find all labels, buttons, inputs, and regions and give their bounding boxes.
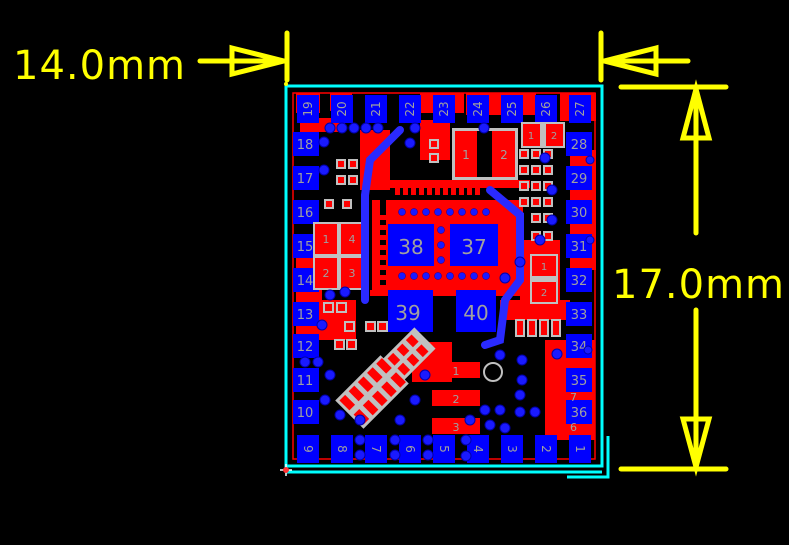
svg-text:20: 20 (335, 101, 349, 116)
svg-text:1: 1 (323, 233, 330, 246)
pad-37 (450, 224, 498, 266)
svg-text:7: 7 (369, 445, 383, 453)
pad-40-label: 40 (463, 301, 488, 325)
pad-38 (388, 224, 434, 266)
svg-text:2: 2 (500, 148, 508, 162)
small-caps (323, 139, 439, 350)
svg-text:30: 30 (571, 206, 588, 221)
svg-text:14: 14 (297, 274, 314, 289)
center-pads (388, 224, 498, 332)
svg-text:18: 18 (297, 138, 314, 153)
edge-pads-top (297, 95, 591, 123)
svg-text:10: 10 (297, 406, 314, 421)
svg-text:1: 1 (462, 148, 470, 162)
svg-text:29: 29 (571, 172, 588, 187)
svg-text:22: 22 (403, 101, 417, 116)
component-small-right-bottom: 7 6 (548, 390, 577, 434)
svg-text:3: 3 (349, 267, 356, 280)
svg-text:5: 5 (437, 445, 451, 453)
resistor-array-right (519, 149, 553, 241)
svg-text:24: 24 (471, 101, 485, 116)
pad-38-label: 38 (398, 235, 423, 259)
svg-text:4: 4 (471, 445, 485, 453)
svg-text:13: 13 (297, 308, 314, 323)
component-inductor: 1 2 3 (432, 362, 503, 434)
vias (299, 122, 595, 462)
svg-text:2: 2 (453, 393, 460, 406)
svg-text:2: 2 (323, 267, 330, 280)
svg-text:4: 4 (349, 233, 356, 246)
height-dimension (618, 79, 729, 477)
edge-pad-labels-left: 18 17 16 15 14 13 12 11 10 (297, 138, 314, 421)
board-outline (284, 84, 610, 479)
component-crystal: 1 4 2 3 (313, 222, 365, 290)
svg-text:21: 21 (369, 101, 383, 116)
svg-text:16: 16 (297, 206, 314, 221)
svg-text:1: 1 (528, 131, 534, 142)
svg-text:35: 35 (571, 374, 588, 389)
edge-pad-labels-bottom: 9 8 7 6 5 4 3 2 1 (301, 445, 587, 453)
svg-text:27: 27 (573, 101, 587, 116)
bottom-traces (361, 126, 524, 349)
resistor-array-diagonal-2 (383, 327, 436, 380)
origin-marker (280, 464, 292, 476)
svg-text:31: 31 (571, 240, 588, 255)
svg-text:9: 9 (301, 445, 315, 453)
svg-text:36: 36 (571, 406, 588, 421)
svg-text:11: 11 (297, 374, 314, 389)
svg-text:34: 34 (571, 340, 588, 355)
pad-40 (456, 290, 496, 332)
height-dimension-label: 17.0mm (612, 262, 785, 308)
resistor-row-right (515, 319, 561, 337)
svg-text:19: 19 (301, 101, 315, 116)
edge-pads-bottom (297, 435, 591, 463)
pad-39 (388, 290, 433, 332)
svg-text:8: 8 (335, 445, 349, 453)
via-grid (398, 208, 490, 280)
svg-text:26: 26 (539, 101, 553, 116)
svg-text:28: 28 (571, 138, 588, 153)
svg-text:7: 7 (570, 391, 577, 404)
edge-pad-labels-right: 28 29 30 31 32 33 34 35 36 (571, 138, 588, 421)
svg-text:12: 12 (297, 340, 314, 355)
svg-text:3: 3 (505, 445, 519, 453)
svg-text:2: 2 (541, 288, 547, 299)
corner-marker (284, 82, 288, 86)
svg-text:6: 6 (403, 445, 417, 453)
width-dimension (197, 30, 691, 83)
svg-text:2: 2 (539, 445, 553, 453)
component-diode: 1 2 (452, 128, 518, 180)
svg-text:3: 3 (453, 421, 460, 434)
svg-text:1: 1 (453, 365, 460, 378)
svg-text:25: 25 (505, 101, 519, 116)
width-dimension-label: 14.0mm (13, 43, 186, 89)
component-regulator: 1 2 (530, 254, 558, 304)
pad-39-label: 39 (395, 301, 420, 325)
svg-text:6: 6 (570, 421, 577, 434)
qfn-pins (376, 183, 480, 290)
component-small-top-right: 1 2 (521, 122, 565, 148)
pad-37-label: 37 (461, 235, 486, 259)
svg-text:23: 23 (437, 101, 451, 116)
svg-text:17: 17 (297, 172, 314, 187)
edge-pad-labels-top: 19 20 21 22 23 24 25 26 27 (301, 101, 587, 116)
svg-text:1: 1 (541, 262, 547, 273)
edge-pads-right (566, 132, 592, 424)
svg-text:2: 2 (551, 131, 557, 142)
resistor-array-diagonal-1 (335, 355, 409, 429)
svg-text:1: 1 (573, 445, 587, 453)
svg-text:15: 15 (297, 240, 314, 255)
svg-text:33: 33 (571, 308, 588, 323)
svg-text:32: 32 (571, 274, 588, 289)
